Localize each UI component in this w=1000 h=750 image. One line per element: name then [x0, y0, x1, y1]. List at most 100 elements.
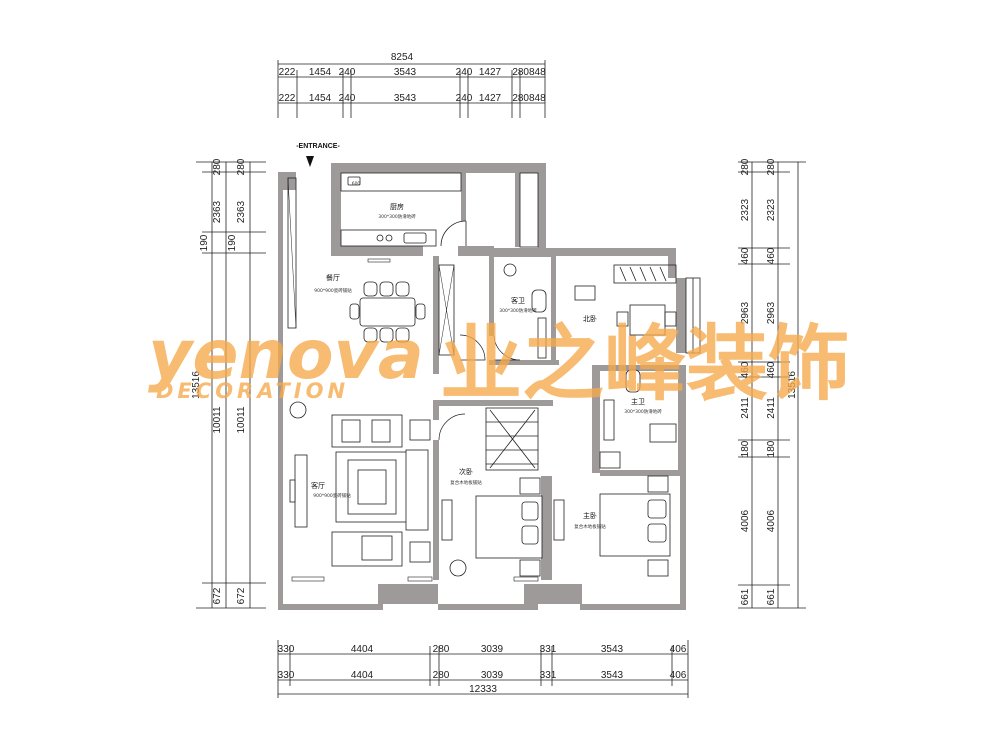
bottom-segment-row-2: 330 4404 280 3039 331 3543 406	[278, 670, 687, 681]
right-dim-4b: 2963	[766, 301, 777, 324]
right-dim-6b: 2411	[766, 397, 777, 419]
watermark-cjk: 业之峰装饰	[440, 317, 850, 412]
bottom-dim-2: 4404	[351, 644, 374, 655]
north-bedroom-door	[493, 335, 521, 361]
bottom-dim-6: 3543	[601, 644, 624, 655]
top-segment-row-1: 222 1454 240 3543 240 1427 280848	[279, 67, 546, 78]
right-dim-8b: 4006	[766, 509, 777, 532]
living-room	[289, 414, 431, 567]
watermark-latin-sub: DECORATION	[156, 379, 349, 403]
right-total-dim: 13516	[787, 371, 798, 399]
top-dim-3: 240	[339, 67, 356, 78]
storage-cabinet	[438, 264, 455, 356]
guest-bath	[503, 263, 547, 359]
bottom-dim-1b: 330	[278, 670, 295, 681]
bottom-dim-7b: 406	[670, 670, 687, 681]
right-dim-3: 460	[740, 247, 751, 264]
bottom-dim-2b: 4404	[351, 670, 374, 681]
bottom-dim-1: 330	[278, 644, 295, 655]
left-dim-4: 10011	[212, 406, 223, 434]
guest-bath-door	[459, 334, 486, 361]
guest-bath-label: 客卫	[511, 296, 525, 305]
left-total-dim: 13516	[191, 371, 202, 399]
right-dim-9b: 661	[766, 588, 777, 605]
master-bath-floor-label: 300*300防滑地砖	[624, 408, 662, 415]
left-dim-3: 190	[199, 234, 210, 251]
left-dim-2: 2363	[212, 200, 223, 223]
left-dim-4b: 10011	[236, 406, 247, 434]
top-dim-7: 280848	[512, 67, 546, 78]
master-bedroom-label: 主卧	[583, 511, 597, 520]
top-dim-2: 1454	[309, 67, 332, 78]
second-bedroom	[441, 477, 543, 577]
entrance-label: -ENTRANCE-	[296, 143, 340, 150]
right-dim-2b: 2323	[766, 198, 777, 221]
dining-floor-label: 900*900瓷砖铺贴	[314, 287, 352, 294]
second-bedroom-radiator-left	[407, 576, 433, 582]
left-dim-3b: 190	[227, 234, 238, 251]
right-dim-4: 2963	[740, 301, 751, 324]
guest-bath-floor-label: 300*300防滑地砖	[499, 307, 537, 314]
top-dim-2b: 1454	[309, 93, 332, 104]
left-dimensions	[196, 161, 266, 609]
right-dim-7: 180	[740, 440, 751, 457]
top-dim-4b: 3543	[394, 93, 417, 104]
master-bedroom-floor-label: 复合木地板铺贴	[574, 523, 606, 530]
right-dim-3b: 460	[766, 247, 777, 264]
top-total-dim: 8254	[391, 52, 414, 63]
top-dim-4: 3543	[394, 67, 417, 78]
top-dim-1b: 222	[279, 93, 296, 104]
top-dim-5b: 240	[456, 93, 473, 104]
left-dim-5: 672	[212, 587, 223, 604]
kitchen-counter-dim: 600	[352, 181, 361, 187]
top-dim-6: 1427	[479, 67, 502, 78]
top-dim-6b: 1427	[479, 93, 502, 104]
left-segment-row-1: 280 2363 190 10011 672	[199, 158, 223, 604]
bottom-dim-5: 331	[540, 644, 557, 655]
master-bedroom	[553, 475, 671, 577]
left-dim-1b: 280	[236, 158, 247, 175]
kitchen	[340, 172, 539, 248]
north-bedroom	[574, 264, 701, 354]
right-dim-9: 661	[740, 588, 751, 605]
right-segment-row-2: 280 2323 460 2963 460 2411 180 4006 661	[766, 158, 777, 605]
left-dim-5b: 672	[236, 587, 247, 604]
top-dim-7b: 280848	[512, 93, 546, 104]
right-segment-row-1: 280 2323 460 2963 460 2411 180 4006 661	[740, 158, 751, 605]
walls	[278, 163, 686, 610]
entrance-cabinet	[287, 177, 297, 329]
master-bath-label: 主卫	[631, 397, 645, 406]
bottom-dim-6b: 3543	[601, 670, 624, 681]
living-label: 客厅	[311, 481, 325, 490]
left-segment-row-2: 280 2363 190 10011 672	[227, 158, 247, 604]
bottom-dim-7: 406	[670, 644, 687, 655]
dining-table	[349, 281, 426, 343]
dining-radiator	[367, 258, 391, 263]
dining-label: 餐厅	[326, 273, 340, 282]
right-dim-6: 2411	[740, 397, 751, 419]
plant-icon	[289, 401, 307, 419]
master-bath	[599, 369, 677, 469]
north-bedroom-label: 北卧	[583, 315, 597, 323]
bottom-total-dim: 12333	[469, 684, 497, 695]
left-dim-2b: 2363	[236, 200, 247, 223]
second-bedroom-label: 次卧	[459, 467, 473, 476]
right-dim-5: 460	[740, 361, 751, 378]
watermark: yenova DECORATION 业之峰装饰	[148, 316, 850, 412]
kitchen-label: 厨房	[390, 202, 404, 211]
right-dimensions	[738, 161, 806, 609]
bottom-dim-3: 280	[433, 644, 450, 655]
second-bedroom-door	[438, 413, 466, 441]
wardrobe	[485, 407, 539, 471]
bottom-dim-4: 3039	[481, 644, 504, 655]
second-bedroom-radiator-right	[513, 576, 539, 582]
second-bedroom-floor-label: 复合木地板铺贴	[450, 479, 482, 486]
kitchen-floor-label: 300*300防滑地砖	[378, 213, 416, 220]
entrance-arrow-icon	[306, 156, 314, 167]
bottom-dim-5b: 331	[540, 670, 557, 681]
top-dim-1: 222	[279, 67, 296, 78]
top-dim-5: 240	[456, 67, 473, 78]
bottom-dim-3b: 280	[433, 670, 450, 681]
top-segment-row-2: 222 1454 240 3543 240 1427 280848	[279, 93, 546, 104]
